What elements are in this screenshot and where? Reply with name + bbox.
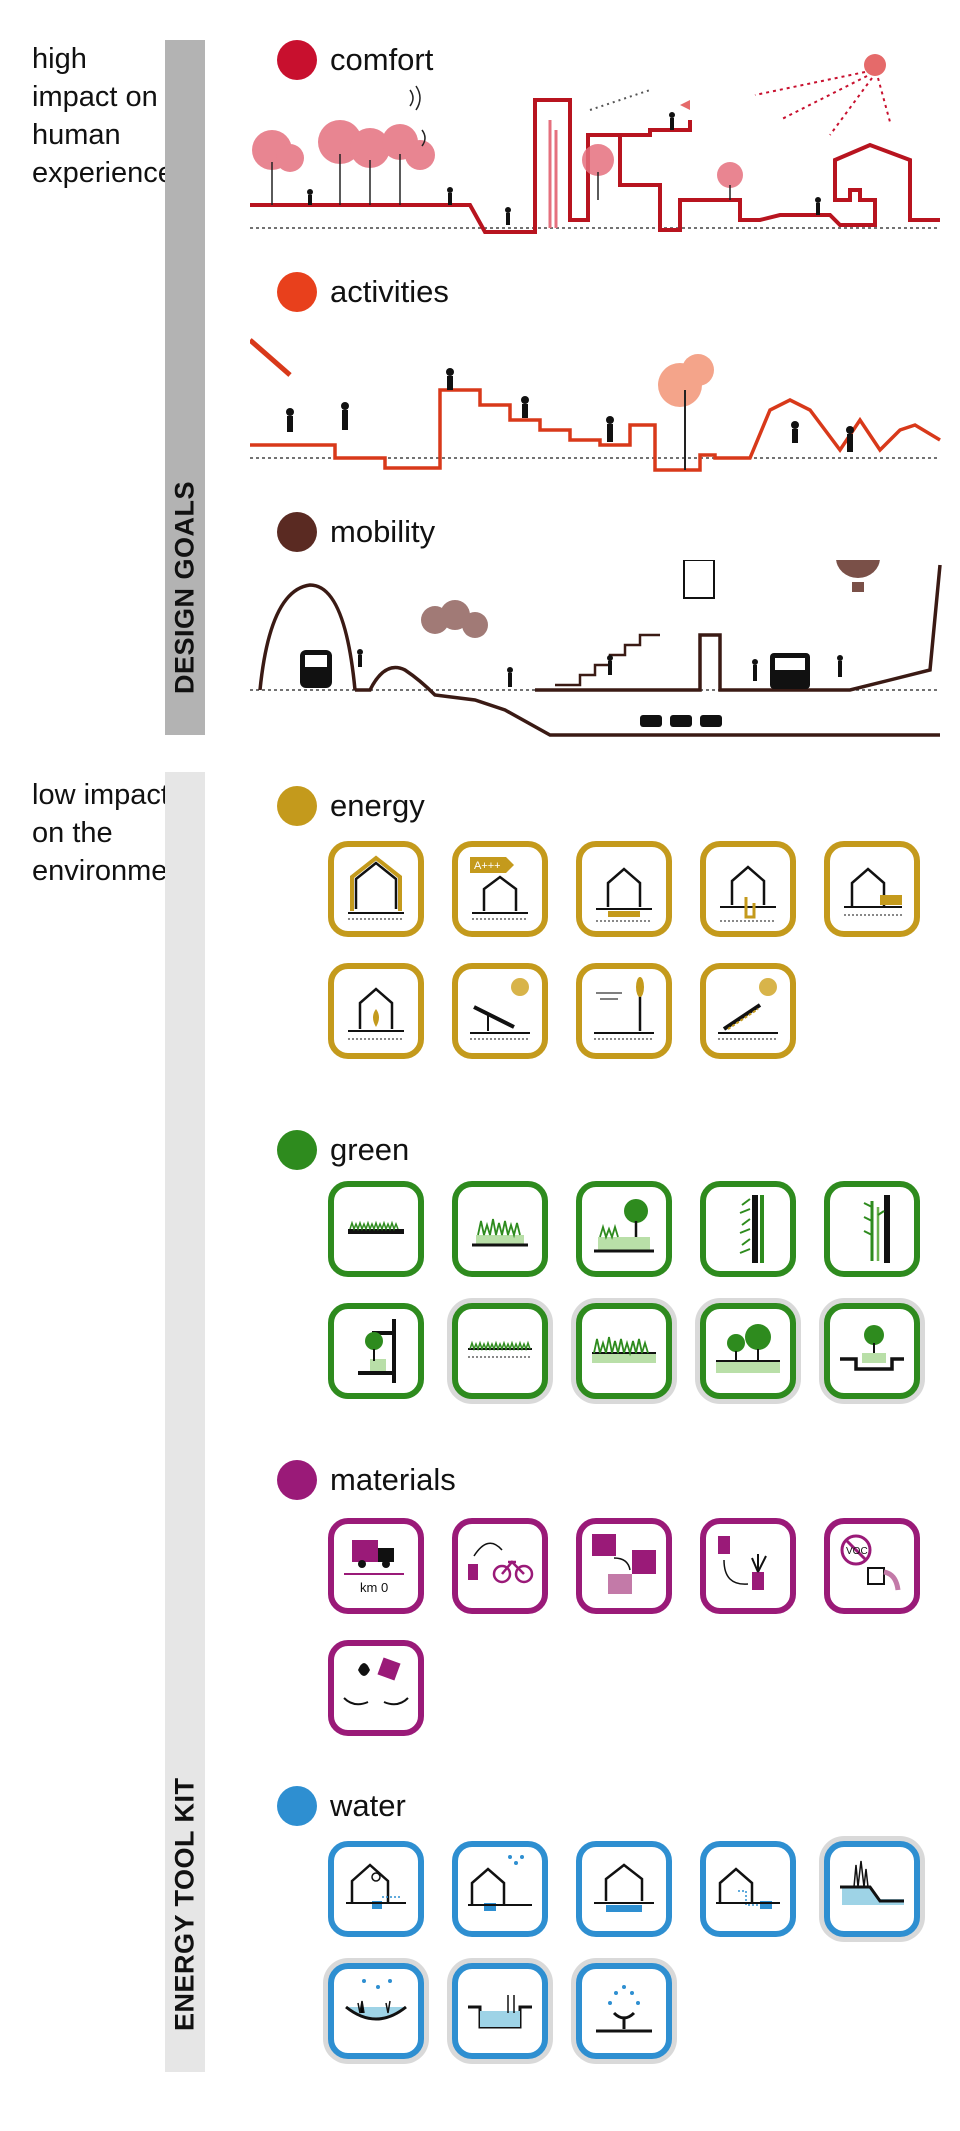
ground-meadow-icon — [576, 1303, 672, 1399]
mobility-heading: mobility — [277, 512, 435, 552]
recycled-panels-icon — [576, 1518, 672, 1614]
high-impact-label: high impact on human experience — [32, 43, 174, 189]
house-battery-icon — [824, 841, 920, 937]
grey-water-icon — [700, 1841, 796, 1937]
energy-dot — [277, 786, 317, 826]
local-materials-icon: km 0 — [328, 1518, 424, 1614]
activities-dot — [277, 272, 317, 312]
activities-label: activities — [330, 274, 449, 309]
tree-roof-icon — [576, 1181, 672, 1277]
recycle-bike-icon — [452, 1518, 548, 1614]
rainwater-harvest-icon — [328, 1841, 424, 1937]
energy-tool-kit-label: ENERGY TOOL KIT — [169, 1777, 200, 2031]
energy-label: energy — [330, 788, 425, 823]
solar-panel-icon — [452, 963, 548, 1059]
comfort-heading: comfort — [277, 40, 433, 80]
mobility-section-illustration — [250, 560, 942, 737]
extensive-green-roof-icon — [328, 1181, 424, 1277]
green-label: green — [330, 1132, 410, 1167]
local-text: km 0 — [360, 1580, 388, 1595]
ground-grass-icon — [452, 1303, 548, 1399]
house-fireplace-icon — [328, 963, 424, 1059]
materials-label: materials — [330, 1462, 456, 1497]
pool-icon — [452, 1963, 548, 2059]
mobility-dot — [277, 512, 317, 552]
comfort-section-illustration — [250, 54, 940, 234]
reuse-can-plant-icon — [700, 1518, 796, 1614]
activities-section-illustration — [250, 338, 941, 472]
planter-balcony-icon — [328, 1303, 424, 1399]
ground-trees-icon — [700, 1303, 796, 1399]
design-goals-bar: DESIGN GOALS — [165, 40, 205, 735]
water-tank-icon — [576, 1841, 672, 1937]
house-floor-heating-icon — [576, 841, 672, 937]
comfort-dot — [277, 40, 317, 80]
green-wall-icon — [700, 1181, 796, 1277]
house-energy-class-icon: A+++ — [452, 841, 548, 937]
house-insulation-icon — [328, 841, 424, 937]
materials-dot — [277, 1460, 317, 1500]
bamboo-wall-icon — [824, 1181, 920, 1277]
green-dot — [277, 1130, 317, 1170]
design-goals-label: DESIGN GOALS — [169, 480, 200, 694]
no-voc-paint-icon: VOC — [824, 1518, 920, 1614]
rain-garden-icon — [824, 1303, 920, 1399]
wind-turbine-icon — [576, 963, 672, 1059]
fountain-icon — [576, 1963, 672, 2059]
energy-heading: energy — [277, 786, 425, 826]
voc-text: VOC — [846, 1546, 868, 1557]
wetland-icon — [824, 1841, 920, 1937]
water-heading: water — [277, 1786, 406, 1826]
water-dot — [277, 1786, 317, 1826]
energy-tool-kit-bar: ENERGY TOOL KIT — [165, 772, 205, 2072]
water-label: water — [330, 1788, 406, 1823]
bio-materials-icon — [328, 1640, 424, 1736]
activities-heading: activities — [277, 272, 449, 312]
solar-thermal-icon — [700, 963, 796, 1059]
house-geothermal-icon — [700, 841, 796, 937]
comfort-label: comfort — [330, 42, 434, 77]
mobility-label: mobility — [330, 514, 436, 549]
materials-heading: materials — [277, 1460, 456, 1500]
green-heading: green — [277, 1130, 409, 1170]
energy-class-text: A+++ — [474, 860, 501, 872]
bioswale-icon — [328, 1963, 424, 2059]
rain-collection-icon — [452, 1841, 548, 1937]
low-impact-label: low impact on the environment — [32, 779, 192, 887]
meadow-roof-icon — [452, 1181, 548, 1277]
